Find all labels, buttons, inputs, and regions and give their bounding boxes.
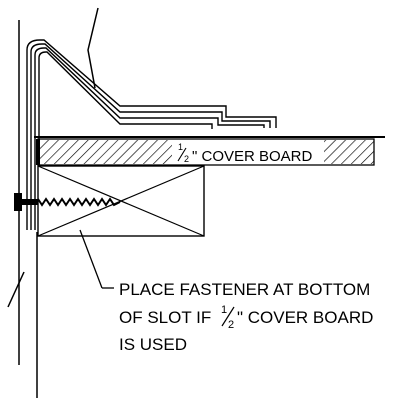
wood-nailer-cross-2: [37, 165, 205, 237]
fastener-note-frac-num: 1: [221, 304, 227, 316]
fastener-head: [14, 193, 22, 211]
flashing-layer-2: [30, 43, 271, 230]
fastener-note: PLACE FASTENER AT BOTTOM OF SLOT IF 1 2 …: [119, 280, 373, 354]
break-line-top: [87, 7, 99, 89]
fastener-note-line2a: OF SLOT IF: [119, 308, 211, 327]
fastener-note-line1: PLACE FASTENER AT BOTTOM: [119, 280, 370, 299]
flashing-layer-inner: [38, 51, 213, 228]
cover-board-hatch-right: [324, 140, 374, 164]
cover-board-text: " COVER BOARD: [192, 148, 313, 165]
cover-board-frac-num: 1: [178, 142, 183, 152]
break-line-bottom: [7, 271, 25, 308]
fastener-shank: [22, 199, 38, 205]
leader-line: [79, 229, 103, 289]
flashing-layer-3: [34, 47, 265, 230]
cover-board-hatch-left: [40, 140, 172, 164]
cover-board-label: 1 2 " COVER BOARD: [177, 142, 313, 165]
fastener-note-line2b: " COVER BOARD: [237, 308, 373, 327]
fastener-thread: [37, 197, 121, 207]
flashing-layer-outer: [26, 39, 277, 230]
cover-board-frac-den: 2: [184, 154, 189, 164]
fastener-note-frac-den: 2: [228, 319, 234, 331]
fastener-note-line3: IS USED: [119, 335, 187, 354]
